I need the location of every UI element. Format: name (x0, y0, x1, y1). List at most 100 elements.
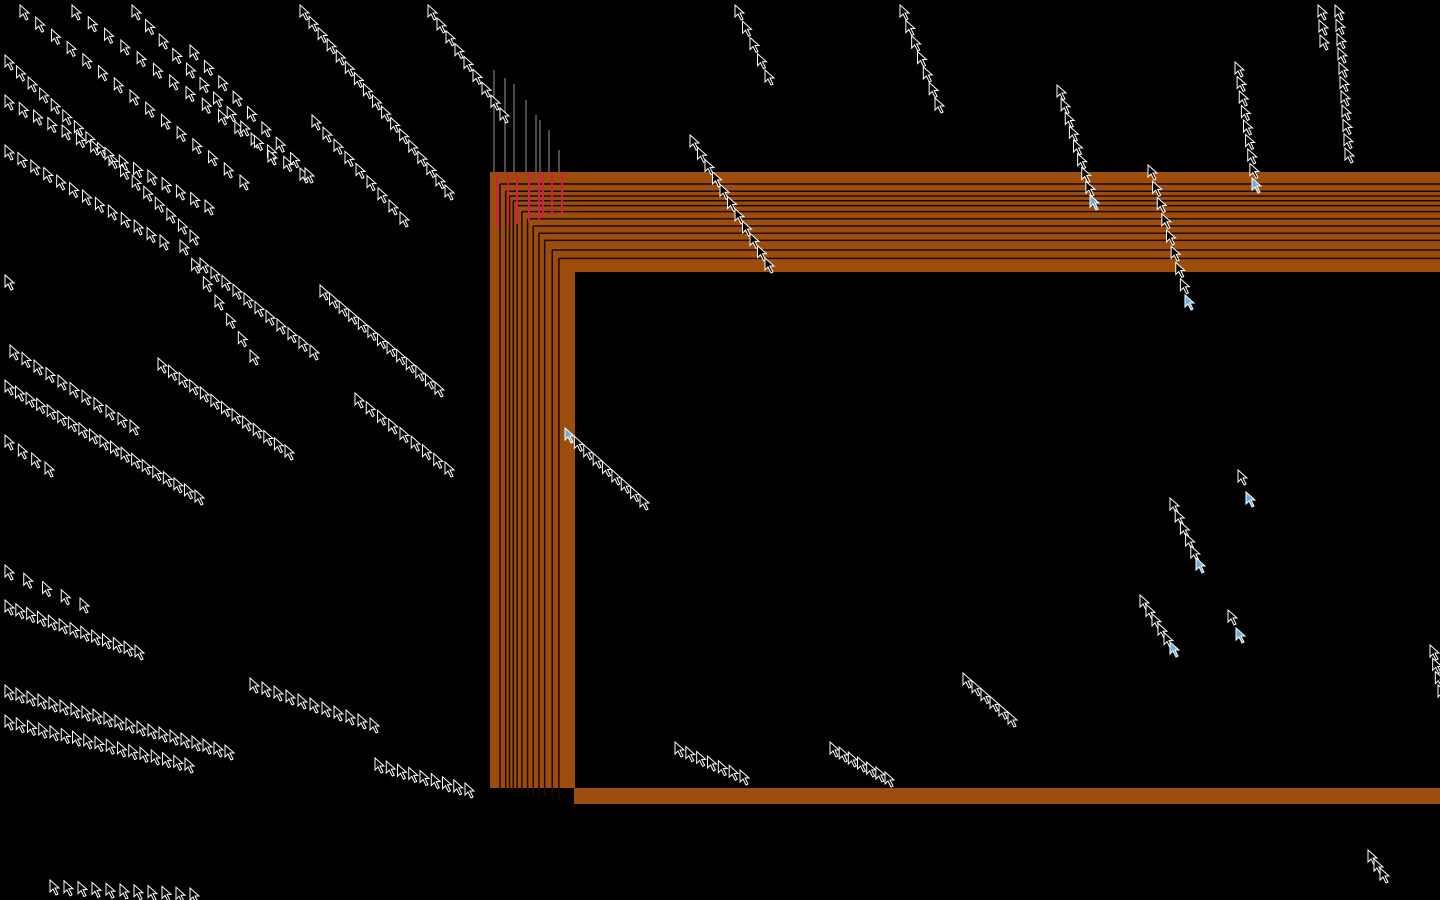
arrow-pointer-icon (922, 65, 934, 83)
arrow-pointer-icon (442, 775, 453, 793)
arrow-pointer-icon (247, 105, 258, 123)
arrow-pointer-icon (348, 308, 360, 325)
arrow-pointer-icon (94, 735, 106, 753)
arrow-pointer-icon (118, 153, 130, 171)
arrow-pointer-icon (285, 688, 297, 706)
arrow-pointer-icon (145, 101, 157, 118)
arrow-pointer-icon (1340, 89, 1352, 107)
arrow-pointer-icon (4, 143, 16, 161)
arrow-pointer-icon (104, 146, 116, 164)
arrow-pointer-icon (430, 772, 442, 790)
arrow-pointer-icon (847, 750, 859, 768)
arrow-pointer-icon (1077, 152, 1088, 170)
arrow-pointer-icon (410, 435, 422, 452)
redraw-artifacts (493, 70, 563, 228)
arrow-pointer-icon (173, 476, 185, 494)
arrow-pointer-icon (362, 82, 374, 100)
arrow-pointer-icon (417, 150, 429, 167)
arrow-pointer-icon (1338, 61, 1350, 78)
arrow-pointer-icon (396, 348, 407, 366)
arrow-pointer-icon (129, 88, 141, 106)
arrow-pointer-icon (75, 131, 87, 149)
arrow-pointer-icon (26, 606, 37, 624)
arrow-pointer-icon (620, 477, 632, 494)
window-frame-trail[interactable] (490, 172, 1440, 804)
arrow-pointer-icon (426, 161, 438, 179)
arrow-pointer-icon (221, 400, 232, 418)
arrow-pointer-icon (1339, 75, 1351, 93)
arrow-pointer-icon (199, 385, 211, 403)
arrow-pointer-icon (287, 326, 299, 344)
arrow-pointer-icon (158, 725, 170, 743)
arrow-pointer-icon (422, 443, 433, 461)
arrow-pointer-icon (201, 97, 213, 114)
arrow-pointer-icon (435, 172, 447, 190)
arrow-pointer-icon (102, 632, 113, 650)
arrow-pointer-icon (48, 695, 60, 713)
arrow-pointer-icon (309, 696, 321, 714)
arrow-pointer-icon (120, 446, 132, 463)
arrow-pointer-icon (221, 274, 233, 292)
arrow-pointer-icon (88, 427, 100, 445)
arrow-pointer-icon (980, 687, 992, 705)
arrow-pointer-icon (385, 760, 397, 777)
arrow-pointer-icon (161, 176, 173, 194)
arrow-pointer-icon (1184, 293, 1196, 311)
arrow-pointer-icon (202, 275, 214, 293)
arrow-pointer-icon (120, 211, 132, 229)
arrow-pointer-icon (390, 116, 401, 134)
arrow-pointer-icon (573, 435, 585, 453)
arrow-pointer-icon (37, 610, 48, 627)
arrow-pointer-icon (326, 37, 338, 55)
arrow-pointer-icon (742, 20, 753, 37)
arrow-pointer-icon (357, 316, 369, 334)
arrow-pointer-icon (129, 418, 141, 436)
arrow-pointer-icon (299, 3, 311, 21)
arrow-pointer-icon (178, 371, 190, 389)
arrow-pointer-icon (189, 43, 201, 61)
arrow-pointer-icon (18, 101, 30, 119)
arrow-pointer-icon (405, 356, 417, 374)
arrow-pointer-icon (734, 3, 746, 21)
arrow-pointer-icon (415, 364, 427, 382)
arrow-pointer-icon (4, 713, 16, 731)
arrow-pointer-icon (427, 3, 439, 21)
arrow-pointer-icon (749, 36, 761, 54)
arrow-pointer-icon (226, 312, 237, 330)
arrow-pointer-icon (433, 452, 445, 470)
arrow-pointer-icon (30, 158, 42, 176)
frame-top-bar (490, 172, 1440, 272)
arrow-pointer-icon (117, 411, 129, 429)
arrow-pointer-icon (237, 330, 249, 348)
arrow-pointer-icon (283, 155, 295, 173)
arrow-pointer-icon (175, 183, 187, 201)
arrow-pointer-icon (962, 671, 974, 689)
arrow-pointer-icon (602, 460, 613, 478)
arrow-pointer-icon (83, 732, 95, 750)
cursor-trails (4, 3, 1440, 900)
arrow-pointer-icon (37, 692, 49, 710)
arrow-pointer-icon (226, 105, 238, 123)
arrow-pointer-icon (866, 760, 877, 778)
arrow-pointer-icon (210, 393, 222, 410)
arrow-pointer-icon (1195, 556, 1207, 574)
arrow-pointer-icon (46, 403, 58, 421)
arrow-pointer-icon (998, 703, 1010, 720)
arrow-pointer-icon (15, 716, 27, 734)
arrow-pointer-icon (355, 162, 367, 180)
arrow-pointer-icon (592, 452, 604, 469)
arrow-pointer-icon (1343, 132, 1355, 150)
arrow-pointer-icon (180, 731, 192, 749)
arrow-pointer-icon (1334, 3, 1346, 21)
arrow-pointer-icon (19, 3, 31, 21)
arrow-pointer-icon (335, 48, 347, 66)
arrow-pointer-icon (1179, 277, 1191, 295)
arrow-pointer-icon (103, 710, 115, 728)
arrow-pointer-icon (203, 59, 215, 77)
arrow-pointer-icon (338, 300, 350, 317)
arrow-pointer-icon (60, 588, 72, 606)
arrow-pointer-icon (67, 415, 79, 433)
arrow-pointer-icon (90, 138, 102, 156)
arrow-pointer-icon (23, 572, 35, 589)
